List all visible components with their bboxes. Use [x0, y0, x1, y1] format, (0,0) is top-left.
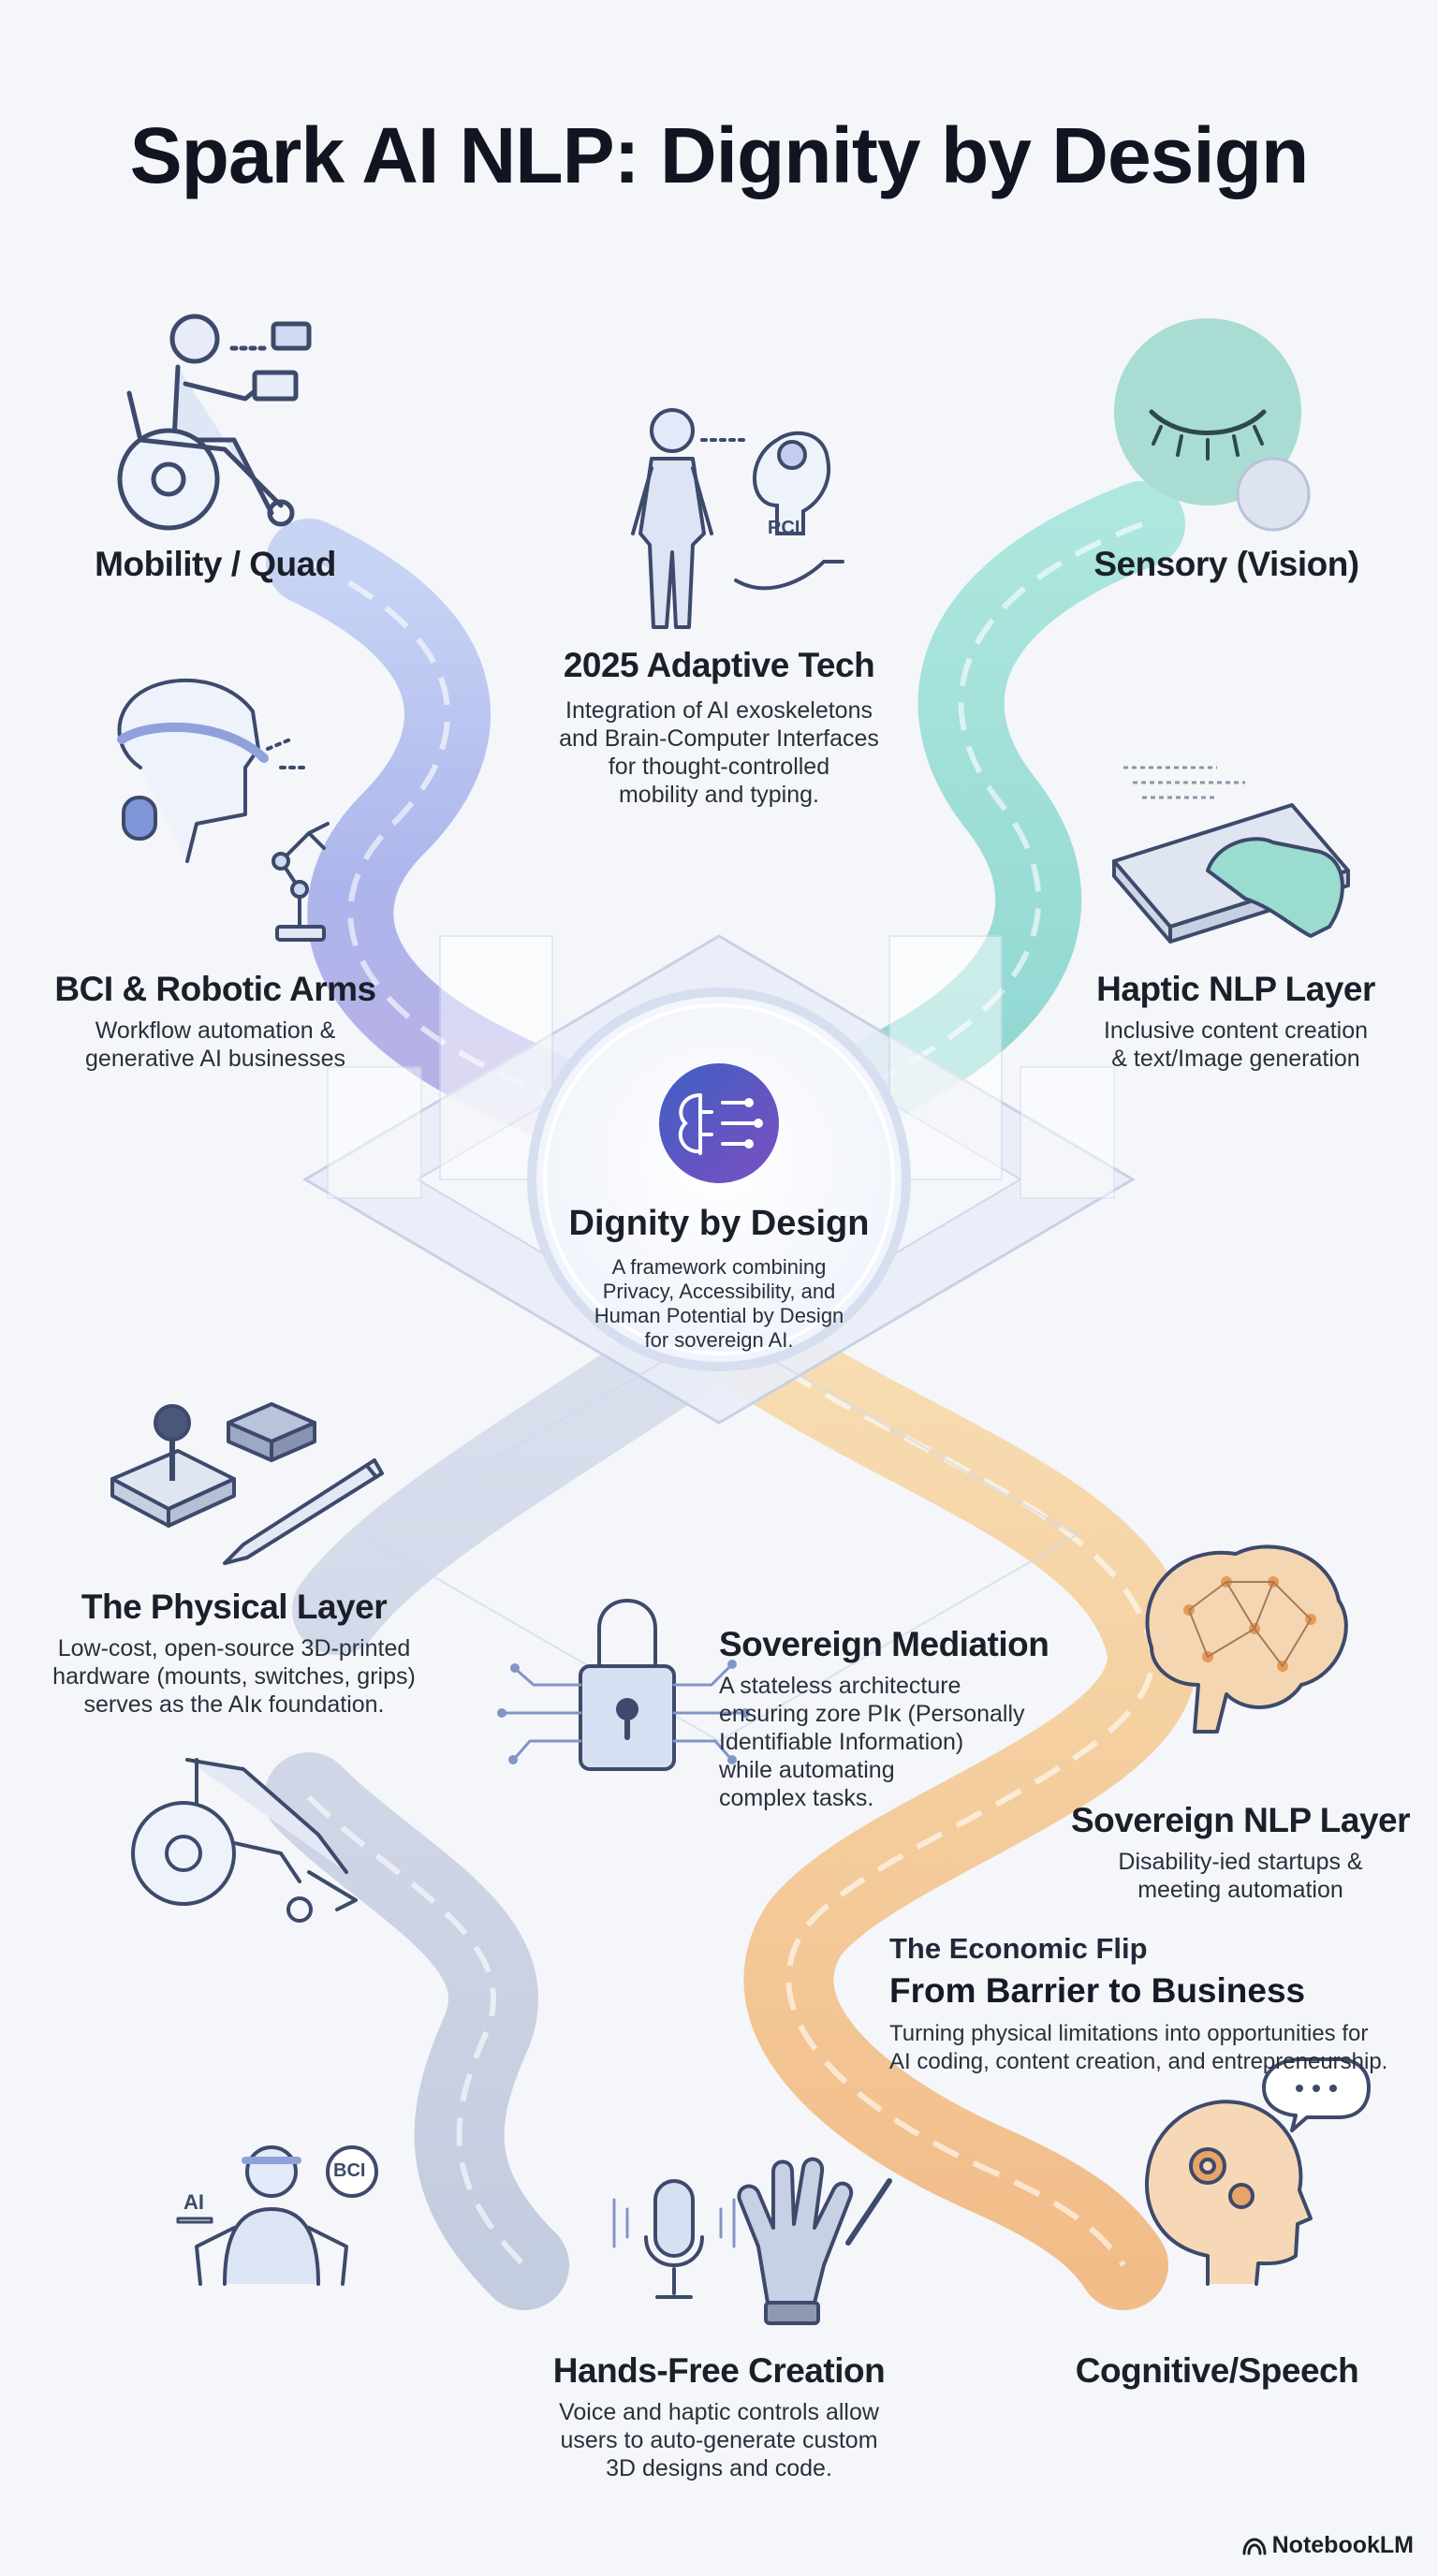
node-cognitive-title: Cognitive/Speech — [1075, 2351, 1359, 2390]
desc-line: Privacy, Accessibility, and — [602, 1280, 836, 1303]
node-physical-desc: Low-cost, open-source 3D-printed hardwar… — [19, 1634, 449, 1719]
desc-line: for thought-controlled — [608, 754, 830, 780]
desc-line: Human Potential by Design — [594, 1304, 844, 1327]
desc-line: 3D designs and code. — [606, 2455, 832, 2481]
head-gears-icon — [1145, 2057, 1371, 2286]
node-haptic: Haptic NLP Layer Inclusive content creat… — [1058, 970, 1414, 1073]
node-mediation-title: Sovereign Mediation — [719, 1625, 1049, 1663]
node-bci-arms-desc: Workflow automation & generative AI busi… — [37, 1017, 393, 1073]
brain-icon — [700, 431, 844, 591]
desc-line: for sovereign AI. — [644, 1328, 794, 1352]
node-bci-arms: BCI & Robotic Arms Workflow automation &… — [37, 970, 393, 1073]
node-handsfree: Hands-Free Creation Voice and haptic con… — [504, 2351, 934, 2482]
bci-headset-icon — [117, 678, 307, 863]
node-sovereign-nlp-title: Sovereign NLP Layer — [1070, 1801, 1411, 1839]
robotic-arm-icon — [271, 822, 330, 942]
microphone-icon — [612, 2179, 736, 2299]
desc-line: users to auto-generate custom — [560, 2427, 878, 2453]
desc-line: & text/Image generation — [1111, 1046, 1360, 1072]
footer-brand-text: NotebookLM — [1271, 2532, 1414, 2558]
node-hub-title: Dignity by Design — [568, 1204, 870, 1243]
node-mediation-desc: A stateless architecture ensuring zore P… — [719, 1672, 1093, 1812]
path-physical — [264, 1303, 738, 2310]
node-mobility-title: Mobility / Quad — [95, 545, 336, 583]
node-sensory-title: Sensory (Vision) — [1093, 545, 1359, 583]
icon-label-rci: RCI — [768, 518, 800, 538]
joystick-icon — [110, 1402, 316, 1528]
node-hub: Dignity by Design A framework combining … — [541, 1204, 897, 1353]
node-handsfree-title: Hands-Free Creation — [552, 2351, 886, 2390]
ai-figure-icon — [176, 2145, 378, 2286]
desc-line: while automating — [719, 1757, 895, 1783]
desc-line: AI coding, content creation, and entrepr… — [889, 2049, 1388, 2074]
desc-line: complex tasks. — [719, 1785, 874, 1811]
node-flip-desc: Turning physical limitations into opport… — [889, 2020, 1423, 2076]
node-adaptive-title: 2025 Adaptive Tech — [563, 646, 875, 684]
desc-line: Disability-ied startups & — [1118, 1849, 1363, 1875]
desc-line: Identifiable Information) — [719, 1729, 964, 1755]
hub-brain-icon — [659, 1063, 779, 1183]
desc-line: A framework combining — [611, 1255, 827, 1279]
footer-brand: NotebookLM — [1242, 2532, 1414, 2559]
desc-line: ensuring zore PIĸ (Personally — [719, 1701, 1025, 1727]
desc-line: Voice and haptic controls allow — [559, 2399, 879, 2425]
node-hub-desc: A framework combining Privacy, Accessibi… — [541, 1255, 897, 1353]
icon-label-ai: AI — [183, 2190, 204, 2214]
padlock-circuit-icon — [497, 1599, 750, 1771]
pen-icon — [223, 1458, 384, 1565]
page-title: Spark AI NLP: Dignity by Design — [129, 111, 1310, 199]
desc-line: Low-cost, open-source 3D-printed — [57, 1635, 411, 1661]
desc-line: Inclusive content creation — [1103, 1017, 1369, 1044]
brain-network-icon — [1145, 1544, 1348, 1734]
exoskeleton-icon — [631, 408, 713, 629]
notebooklm-logo-icon — [1242, 2538, 1267, 2555]
desc-line: Turning physical limitations into opport… — [889, 2021, 1369, 2046]
node-physical-title: The Physical Layer — [81, 1588, 388, 1626]
wheelchair-user-icon — [117, 314, 312, 531]
node-physical: The Physical Layer Low-cost, open-source… — [19, 1588, 449, 1719]
haptic-pad-icon — [1112, 766, 1350, 944]
node-mediation: Sovereign Mediation A stateless architec… — [719, 1625, 1093, 1812]
node-adaptive: 2025 Adaptive Tech Integration of AI exo… — [485, 646, 953, 809]
node-flip: The Economic Flip From Barrier to Busine… — [889, 1932, 1423, 2076]
icon-label-bci: BCI — [333, 2160, 366, 2181]
desc-line: A stateless architecture — [719, 1673, 961, 1699]
desc-line: generative AI businesses — [85, 1046, 345, 1072]
node-haptic-title: Haptic NLP Layer — [1096, 970, 1375, 1008]
glove-icon — [737, 2157, 892, 2325]
node-bci-arms-title: BCI & Robotic Arms — [54, 970, 376, 1008]
node-sovereign-nlp-desc: Disability-ied startups & meeting automa… — [1058, 1848, 1423, 1904]
node-haptic-desc: Inclusive content creation & text/Image … — [1058, 1017, 1414, 1073]
node-adaptive-desc: Integration of AI exoskeletons and Brain… — [485, 696, 953, 809]
node-sovereign-nlp: Sovereign NLP Layer Disability-ied start… — [1058, 1801, 1423, 1904]
node-handsfree-desc: Voice and haptic controls allow users to… — [504, 2398, 934, 2482]
desc-line: Workflow automation & — [95, 1017, 336, 1044]
desc-line: hardware (mounts, switches, grips) — [52, 1663, 416, 1690]
desc-line: meeting automation — [1137, 1877, 1343, 1903]
desc-line: Integration of AI exoskeletons — [565, 697, 873, 724]
eye-icon — [1114, 318, 1311, 532]
desc-line: and Brain-Computer Interfaces — [559, 725, 879, 752]
desc-line: mobility and typing. — [618, 782, 819, 808]
desc-line: serves as the AIĸ foundation. — [83, 1691, 385, 1718]
node-flip-title: From Barrier to Business — [889, 1971, 1306, 2010]
wheelchair-icon — [131, 1758, 358, 1923]
node-flip-subtitle: The Economic Flip — [889, 1932, 1148, 1965]
